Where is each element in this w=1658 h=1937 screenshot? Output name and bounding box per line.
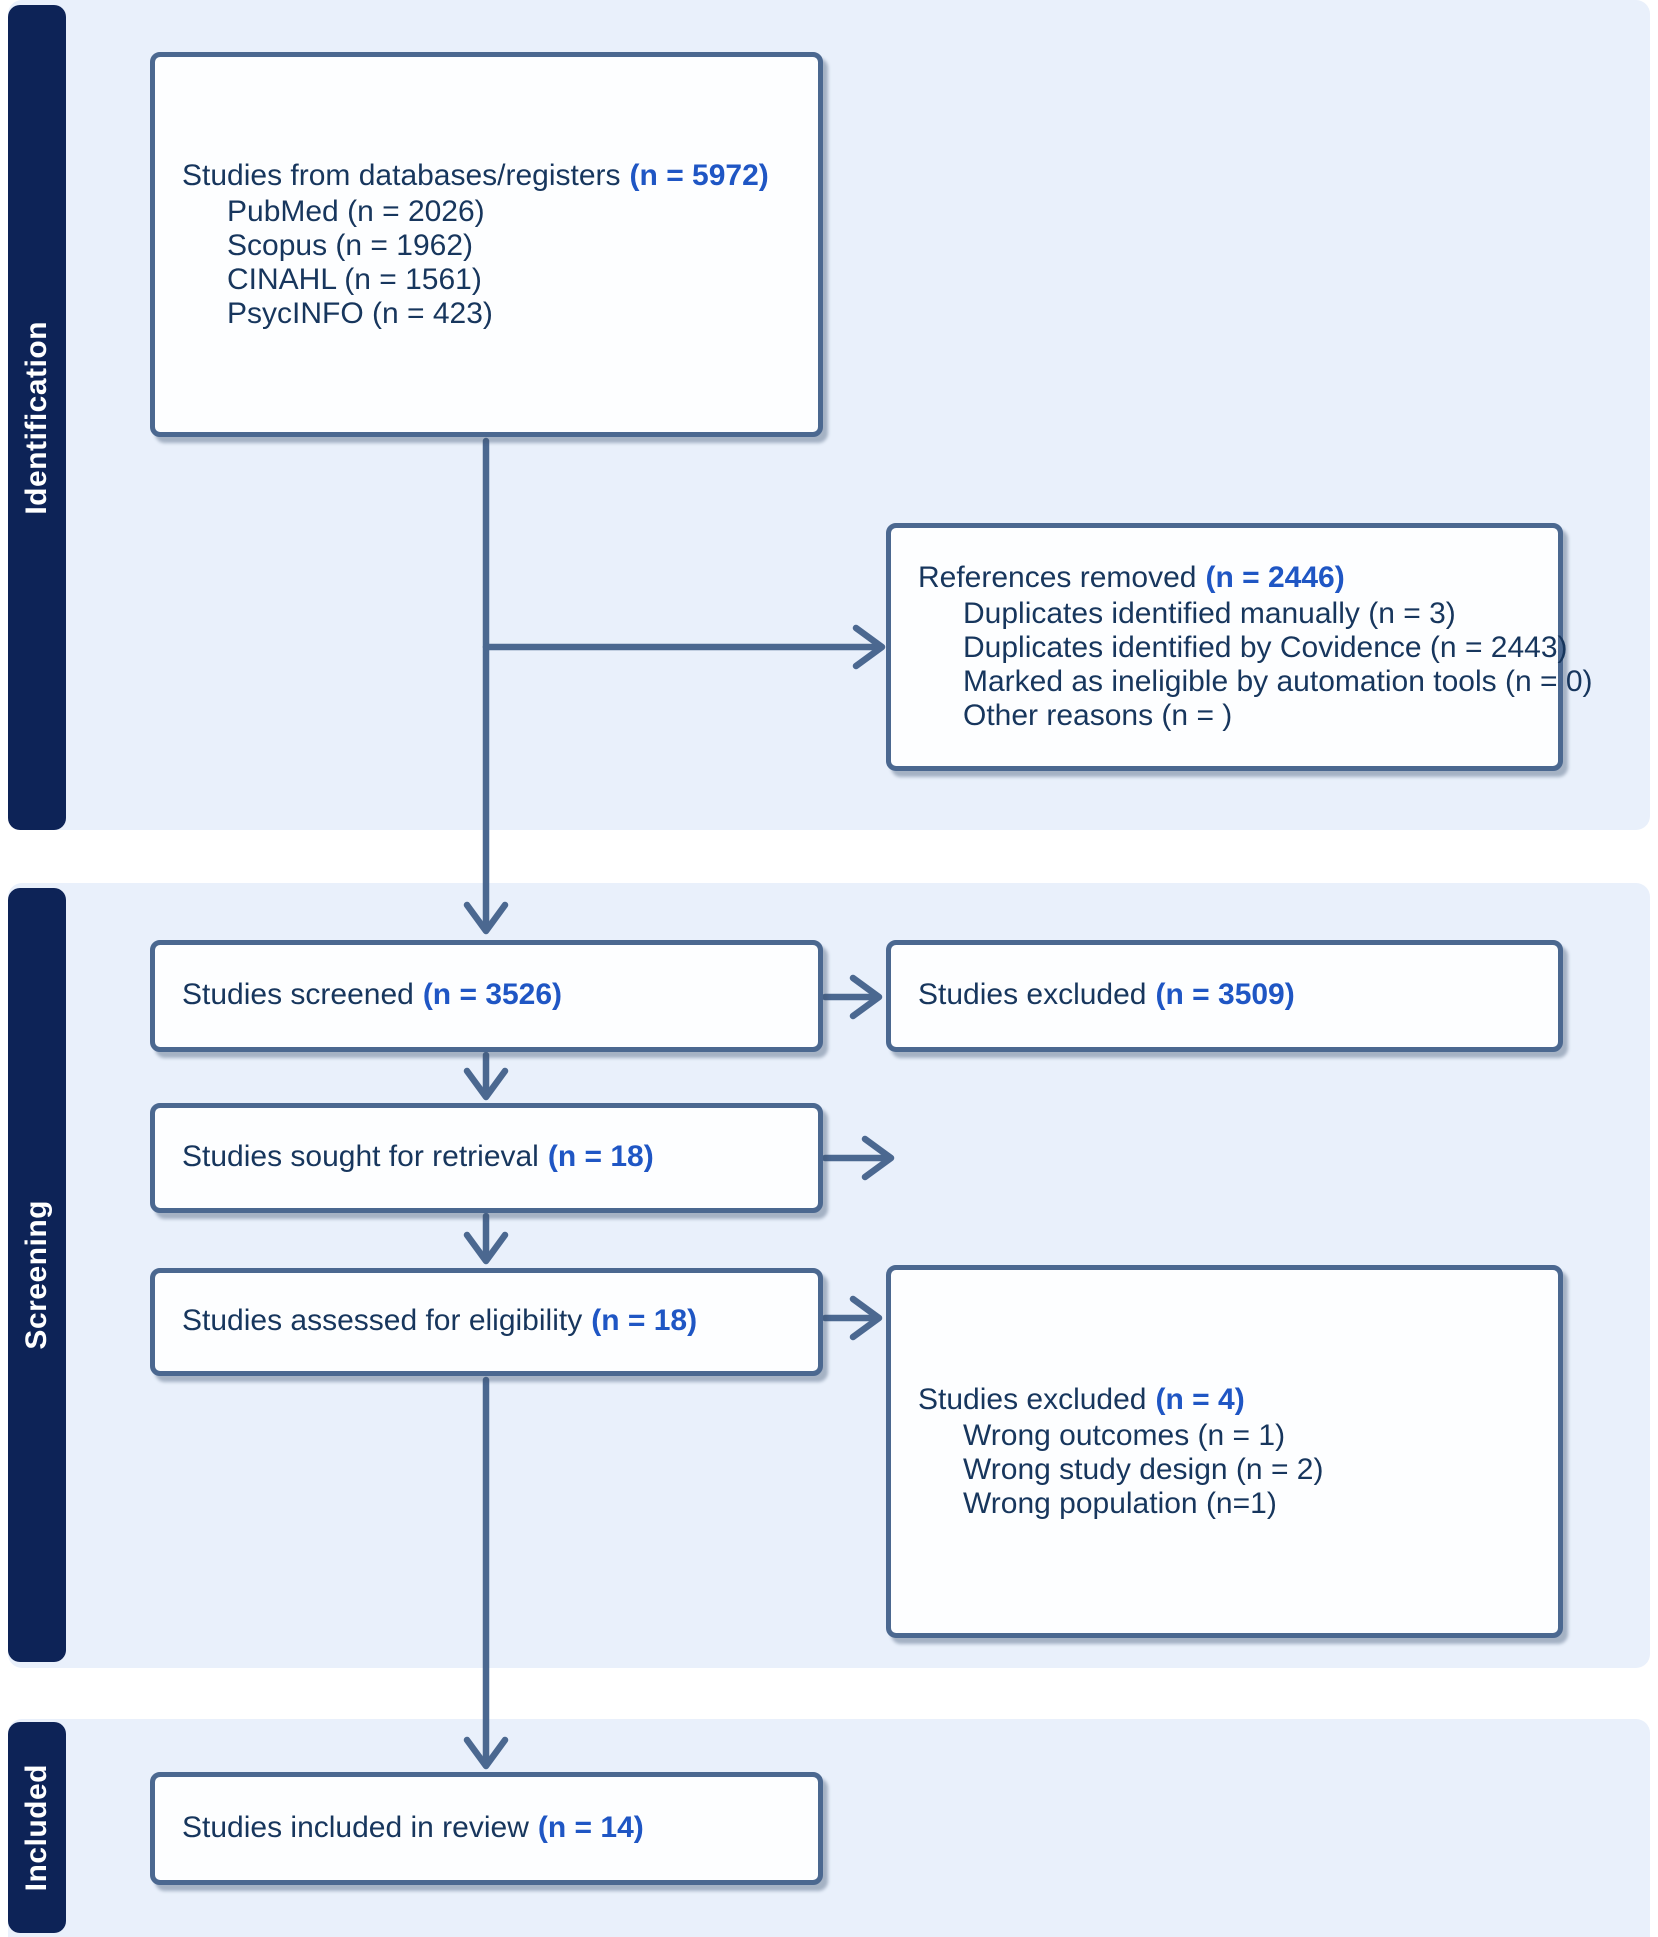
box-title-line: Studies screened(n = 3526)	[182, 978, 800, 1012]
box-count: (n = 3509)	[1155, 978, 1295, 1011]
box-item: Scopus (n = 1962)	[227, 228, 473, 262]
box-title: Studies assessed for eligibility	[182, 1304, 583, 1337]
box-item: Duplicates identified by Covidence (n = …	[963, 631, 1568, 664]
box-studies-screened: Studies screened(n = 3526)	[150, 940, 823, 1052]
box-count: (n = 18)	[547, 1140, 654, 1173]
box-studies-excluded-eligibility: Studies excluded(n = 4) Wrong outcomes (…	[886, 1265, 1563, 1638]
box-count: (n = 3526)	[422, 978, 563, 1011]
sidebar-stage-screening: Screening	[8, 888, 66, 1662]
box-title-line: Studies sought for retrieval(n = 18)	[182, 1140, 800, 1174]
box-item: Duplicates identified manually (n = 3)	[963, 597, 1456, 630]
sidebar-stage-included: Included	[8, 1722, 66, 1933]
box-count: (n = 5972)	[629, 158, 769, 192]
box-studies-assessed-eligibility: Studies assessed for eligibility(n = 18)	[150, 1268, 823, 1376]
box-title-line: References removed(n = 2446)	[918, 561, 1540, 595]
box-title: Studies screened	[182, 978, 414, 1011]
box-count: (n = 18)	[591, 1304, 698, 1337]
box-count: (n = 14)	[537, 1810, 644, 1844]
box-title-line: Studies included in review(n = 14)	[182, 1811, 800, 1845]
box-title-line: Studies assessed for eligibility(n = 18)	[182, 1304, 800, 1338]
box-item: PsycINFO (n = 423)	[227, 296, 493, 330]
box-count: (n = 2446)	[1205, 561, 1345, 594]
box-title: Studies included in review	[182, 1810, 529, 1844]
identification-label: Identification	[20, 320, 53, 515]
box-count: (n = 4)	[1155, 1382, 1245, 1416]
box-title-line: Studies excluded(n = 4)	[918, 1383, 1540, 1417]
box-title: Studies sought for retrieval	[182, 1140, 539, 1173]
box-item: CINAHL (n = 1561)	[227, 262, 482, 296]
box-item: Wrong outcomes (n = 1)	[963, 1418, 1286, 1452]
box-studies-excluded-screening: Studies excluded(n = 3509)	[886, 940, 1563, 1052]
box-item: Other reasons (n = )	[963, 699, 1233, 732]
included-label: Included	[20, 1763, 53, 1892]
box-studies-from-databases: Studies from databases/registers(n = 597…	[150, 52, 823, 437]
box-item: Marked as ineligible by automation tools…	[963, 665, 1593, 698]
box-studies-included-review: Studies included in review(n = 14)	[150, 1772, 823, 1885]
box-title: References removed	[918, 561, 1197, 594]
box-title: Studies from databases/registers	[182, 158, 621, 192]
box-item: Wrong study design (n = 2)	[963, 1452, 1324, 1486]
box-title-line: Studies excluded(n = 3509)	[918, 978, 1540, 1012]
screening-label: Screening	[20, 1200, 53, 1350]
box-item: Wrong population (n=1)	[963, 1486, 1277, 1520]
box-title-line: Studies from databases/registers(n = 597…	[182, 159, 800, 193]
box-studies-sought-retrieval: Studies sought for retrieval(n = 18)	[150, 1103, 823, 1213]
box-item: PubMed (n = 2026)	[227, 194, 485, 228]
box-title: Studies excluded	[918, 978, 1147, 1011]
box-title: Studies excluded	[918, 1382, 1147, 1416]
sidebar-stage-identification: Identification	[8, 5, 66, 830]
box-references-removed: References removed(n = 2446) Duplicates …	[886, 523, 1593, 771]
